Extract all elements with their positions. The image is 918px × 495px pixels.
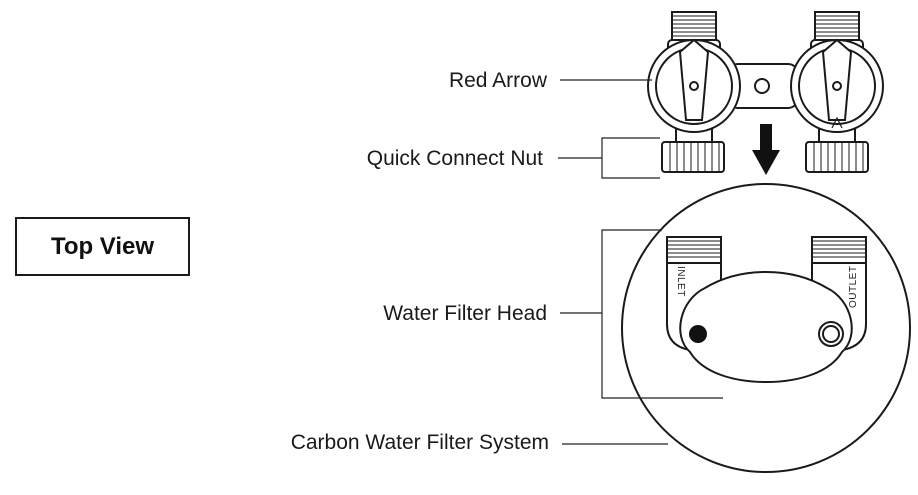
- left-valve-top-thread: [671, 11, 717, 43]
- quick-connect-nut-label: Quick Connect Nut: [367, 147, 543, 170]
- bypass-valve-assembly: [647, 11, 884, 173]
- right-valve-top-thread: [814, 11, 860, 43]
- right-valve-body: [790, 38, 884, 143]
- inlet-thread: [666, 236, 722, 264]
- outlet-label: OUTLET: [848, 266, 859, 308]
- water-filter-head: INLET OUTLET: [666, 236, 867, 384]
- carbon-system-label: Carbon Water Filter System: [291, 431, 549, 454]
- inlet-label: INLET: [675, 266, 686, 297]
- down-arrow-icon: [752, 124, 780, 175]
- top-view-box: Top View: [15, 217, 190, 276]
- red-arrow-label: Red Arrow: [449, 69, 548, 92]
- outlet-thread: [811, 236, 867, 264]
- label-red-arrow: Red Arrow: [449, 69, 652, 92]
- left-quick-connect-nut: [661, 141, 725, 173]
- right-quick-connect-nut: [805, 141, 869, 173]
- left-valve-body: [647, 38, 741, 143]
- label-carbon-system: Carbon Water Filter System: [291, 431, 668, 454]
- water-filter-head-label: Water Filter Head: [383, 302, 547, 325]
- inlet-dot-marker: [689, 325, 707, 343]
- label-quick-connect-nut: Quick Connect Nut: [367, 137, 660, 179]
- top-view-title: Top View: [51, 233, 154, 260]
- label-water-filter-head: Water Filter Head: [383, 229, 723, 399]
